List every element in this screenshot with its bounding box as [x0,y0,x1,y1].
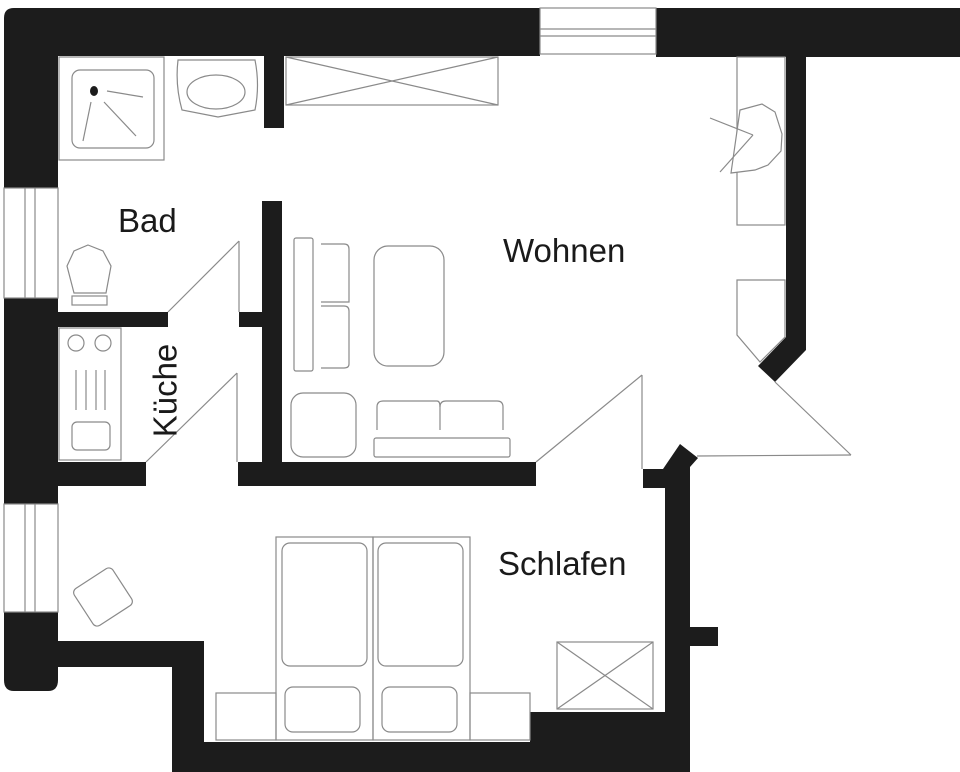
wall-left-mid [4,298,58,504]
bedroom-fixtures [73,536,654,741]
wall-top-right [656,8,960,57]
corner-fireplace-icon [709,56,786,363]
double-bed-icon [275,536,471,741]
toilet-icon [66,244,112,306]
wall-bad-stub [264,56,284,128]
nightstand-left-icon [215,692,277,741]
room-label-wohnen: Wohnen [503,232,626,269]
wall-wohnen-bottom [238,462,536,486]
washbasin-icon [176,59,259,118]
windows [3,7,657,613]
coffee-table-icon [373,245,445,367]
kitchen-counter-icon [58,327,122,461]
bathroom-fixtures [58,56,259,306]
sideboard-icon [285,56,499,106]
nightstand-right-icon [469,692,531,741]
door-kueche [145,372,238,463]
wall-right-bedroom [643,444,698,637]
room-label-bad: Bad [118,202,177,239]
sofa-icon [373,400,511,458]
doors [145,240,852,469]
door-entrance [696,381,852,457]
room-label-schlafen: Schlafen [498,545,627,582]
door-wohnen [535,374,643,469]
room-label-kueche: Küche [146,343,184,438]
kitchen-fixtures [58,327,122,461]
wall-top-left [4,8,540,188]
wall-kueche-bottom [58,462,146,486]
wall-right-upper [758,57,806,382]
chair-bedroom-icon [73,567,133,627]
wall-bad-kueche [58,312,168,327]
armchair-icon [290,392,357,458]
wall-left-bottom [4,612,690,772]
wardrobe-bedroom-icon [556,641,654,710]
walls [4,8,960,772]
wall-corridor-stub [239,312,264,327]
window-top [539,7,657,55]
window-left-schlafen [3,503,59,613]
wall-right-stub [690,627,718,646]
wardrobe-living-icon [293,237,350,372]
living-fixtures [285,56,786,458]
door-bad [167,240,240,313]
wall-wohnen-left [262,201,282,473]
shower-tray-icon [58,56,165,161]
window-left-bad [3,187,59,299]
